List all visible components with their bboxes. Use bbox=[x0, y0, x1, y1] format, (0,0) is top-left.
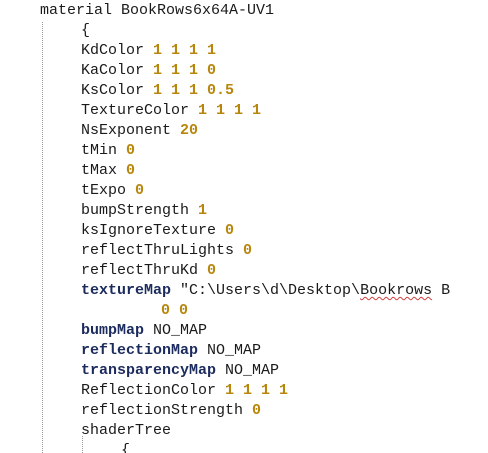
property-key: KdColor bbox=[81, 42, 145, 59]
texture-path-prefix: "C:\Users\d\Desktop\ bbox=[180, 282, 361, 299]
open-brace: { bbox=[81, 22, 91, 39]
material-keyword: material bbox=[40, 2, 113, 19]
code-line-texturecolor: TextureColor 1 1 1 1 bbox=[81, 101, 261, 121]
property-value: 1 1 1 1 bbox=[198, 102, 262, 119]
property-key: ksIgnoreTexture bbox=[81, 222, 217, 239]
property-key: TextureColor bbox=[81, 102, 190, 119]
property-value: 20 bbox=[180, 122, 199, 139]
code-line-tmax: tMax 0 bbox=[81, 161, 135, 181]
code-line-reflectthrulights: reflectThruLights 0 bbox=[81, 241, 252, 261]
code-line-texturemap: textureMap "C:\Users\d\Desktop\Bookrows … bbox=[81, 281, 450, 301]
property-value: 0 bbox=[243, 242, 253, 259]
code-line-tmin: tMin 0 bbox=[81, 141, 135, 161]
property-value: 0 bbox=[135, 182, 145, 199]
indent-guide bbox=[82, 436, 83, 453]
property-key: reflectionStrength bbox=[81, 402, 244, 419]
code-line-transparencymap: transparencyMap NO_MAP bbox=[81, 361, 279, 381]
property-key: reflectThruKd bbox=[81, 262, 199, 279]
texture-map-continuation: 0 0 bbox=[161, 302, 189, 319]
property-value: 0 bbox=[126, 162, 136, 179]
code-line-reflectionmap: reflectionMap NO_MAP bbox=[81, 341, 261, 361]
map-key: reflectionMap bbox=[81, 342, 199, 359]
code-line-nsexponent: NsExponent 20 bbox=[81, 121, 198, 141]
code-line-texpo: tExpo 0 bbox=[81, 181, 144, 201]
code-line-ksignoretexture: ksIgnoreTexture 0 bbox=[81, 221, 234, 241]
code-line-bumpstrength: bumpStrength 1 bbox=[81, 201, 207, 221]
property-key: bumpStrength bbox=[81, 202, 190, 219]
material-name: BookRows6x64A-UV1 bbox=[121, 2, 275, 19]
indent-guide bbox=[42, 22, 43, 453]
property-value: 1 1 1 1 bbox=[225, 382, 289, 399]
map-key: transparencyMap bbox=[81, 362, 217, 379]
property-value: 1 1 1 0 bbox=[153, 62, 217, 79]
code-line-shadertree: shaderTree bbox=[81, 421, 171, 441]
code-line-reflectthrukd: reflectThruKd 0 bbox=[81, 261, 216, 281]
code-line-reflectioncolor: ReflectionColor 1 1 1 1 bbox=[81, 381, 288, 401]
property-key: KsColor bbox=[81, 82, 145, 99]
property-key: NsExponent bbox=[81, 122, 172, 139]
code-line-kscolor: KsColor 1 1 1 0.5 bbox=[81, 81, 234, 101]
material-header-line: material BookRows6x64A-UV1 bbox=[40, 1, 274, 21]
code-line-bumpmap: bumpMap NO_MAP bbox=[81, 321, 207, 341]
property-value: 1 1 1 0.5 bbox=[153, 82, 235, 99]
property-key: reflectThruLights bbox=[81, 242, 235, 259]
property-value: 1 bbox=[198, 202, 208, 219]
property-key: tMin bbox=[81, 142, 118, 159]
property-value: 0 bbox=[252, 402, 262, 419]
property-value: 0 bbox=[207, 262, 217, 279]
map-value: NO_MAP bbox=[207, 342, 262, 359]
code-line-reflectionstrength: reflectionStrength 0 bbox=[81, 401, 261, 421]
property-value: 1 1 1 1 bbox=[153, 42, 217, 59]
spellcheck-flagged-word[interactable]: Bookrows bbox=[360, 282, 433, 299]
texture-path-suffix: B bbox=[432, 282, 451, 299]
property-key: KaColor bbox=[81, 62, 145, 79]
code-line-kdcolor: KdColor 1 1 1 1 bbox=[81, 41, 216, 61]
code-line-kacolor: KaColor 1 1 1 0 bbox=[81, 61, 216, 81]
property-key: tMax bbox=[81, 162, 118, 179]
map-value: NO_MAP bbox=[153, 322, 208, 339]
map-key: bumpMap bbox=[81, 322, 145, 339]
property-value: 0 bbox=[126, 142, 136, 159]
property-key: tExpo bbox=[81, 182, 127, 199]
property-key: ReflectionColor bbox=[81, 382, 217, 399]
property-value: 0 bbox=[225, 222, 235, 239]
texture-map-key: textureMap bbox=[81, 282, 172, 299]
partial-open-brace: { bbox=[121, 442, 131, 453]
shader-tree-key: shaderTree bbox=[81, 422, 172, 439]
map-value: NO_MAP bbox=[225, 362, 280, 379]
